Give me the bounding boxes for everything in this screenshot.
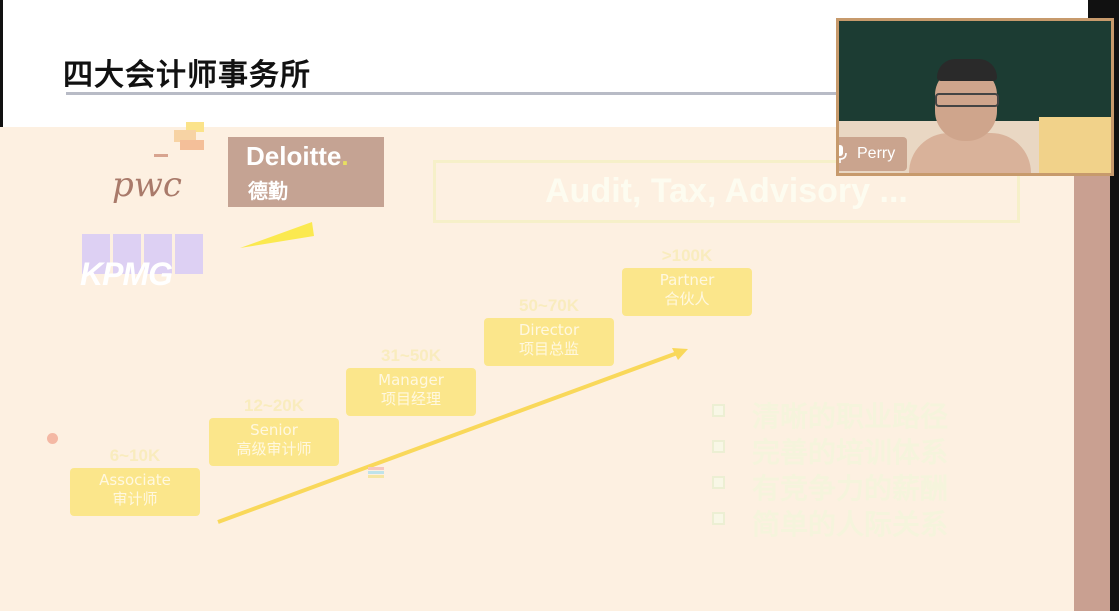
- step-salary-manager: 31~50K: [380, 346, 442, 365]
- glasses: [935, 93, 999, 107]
- step-salary-associate: 6~10K: [109, 446, 161, 465]
- deloitte-logo: Deloitte. 德勤: [228, 137, 384, 207]
- step-title-en: Manager: [378, 371, 444, 389]
- pwc-logo-mark: [154, 122, 204, 157]
- career-step-senior: Senior 高级审计师: [209, 418, 339, 466]
- step-title-en: Director: [518, 321, 580, 339]
- title-divider: [66, 92, 1076, 95]
- bullet-icon: [712, 404, 725, 417]
- step-title-en: Senior: [250, 421, 298, 439]
- microphone-icon: [839, 145, 847, 167]
- deloitte-logo-chinese: 德勤: [248, 179, 288, 203]
- decorative-dot: [47, 433, 58, 444]
- services-tag-text: Audit, Tax, Advisory ...: [545, 172, 908, 210]
- decorative-stripes: [368, 467, 384, 479]
- step-title-zh: 审计师: [112, 490, 158, 508]
- slide-content-area: [0, 127, 1074, 611]
- webcam-video-tile[interactable]: Perry: [836, 18, 1114, 176]
- pwc-logo: pwc: [112, 165, 182, 205]
- step-title-zh: 项目经理: [380, 390, 441, 408]
- growth-arrow: [217, 348, 688, 524]
- bullet-icon: [712, 476, 725, 489]
- career-step-manager: Manager 项目经理: [346, 368, 476, 416]
- step-title-en: Associate: [99, 471, 171, 489]
- services-tag: Audit, Tax, Advisory ...: [433, 160, 1020, 223]
- step-title-zh: 项目总监: [518, 340, 579, 358]
- participant-name-tag: Perry: [839, 137, 907, 171]
- deloitte-logo-dot: .: [341, 141, 349, 171]
- side-color-strip: [1074, 127, 1110, 611]
- step-salary-senior: 12~20K: [243, 396, 305, 415]
- bullet-icon: [712, 440, 725, 453]
- step-title-zh: 高级审计师: [236, 440, 312, 458]
- bookshelf: [1039, 117, 1111, 173]
- slide-title: 四大会计师事务所: [63, 58, 311, 93]
- step-salary-partner: >100K: [661, 246, 713, 265]
- step-salary-director: 50~70K: [518, 296, 580, 315]
- kpmg-logo: KPMG: [80, 234, 203, 296]
- bullet-icon: [712, 512, 725, 525]
- career-step-director: Director 项目总监: [484, 318, 614, 366]
- participant-name: Perry: [857, 145, 896, 162]
- decorative-wedge: [240, 222, 314, 248]
- step-title-en: Partner: [659, 271, 715, 289]
- kpmg-logo-text: KPMG: [80, 256, 173, 292]
- career-step-partner: Partner 合伙人: [622, 268, 752, 316]
- step-title-zh: 合伙人: [664, 290, 710, 308]
- career-step-associate: Associate 审计师: [70, 468, 200, 516]
- deloitte-logo-text: Deloitte: [246, 141, 342, 171]
